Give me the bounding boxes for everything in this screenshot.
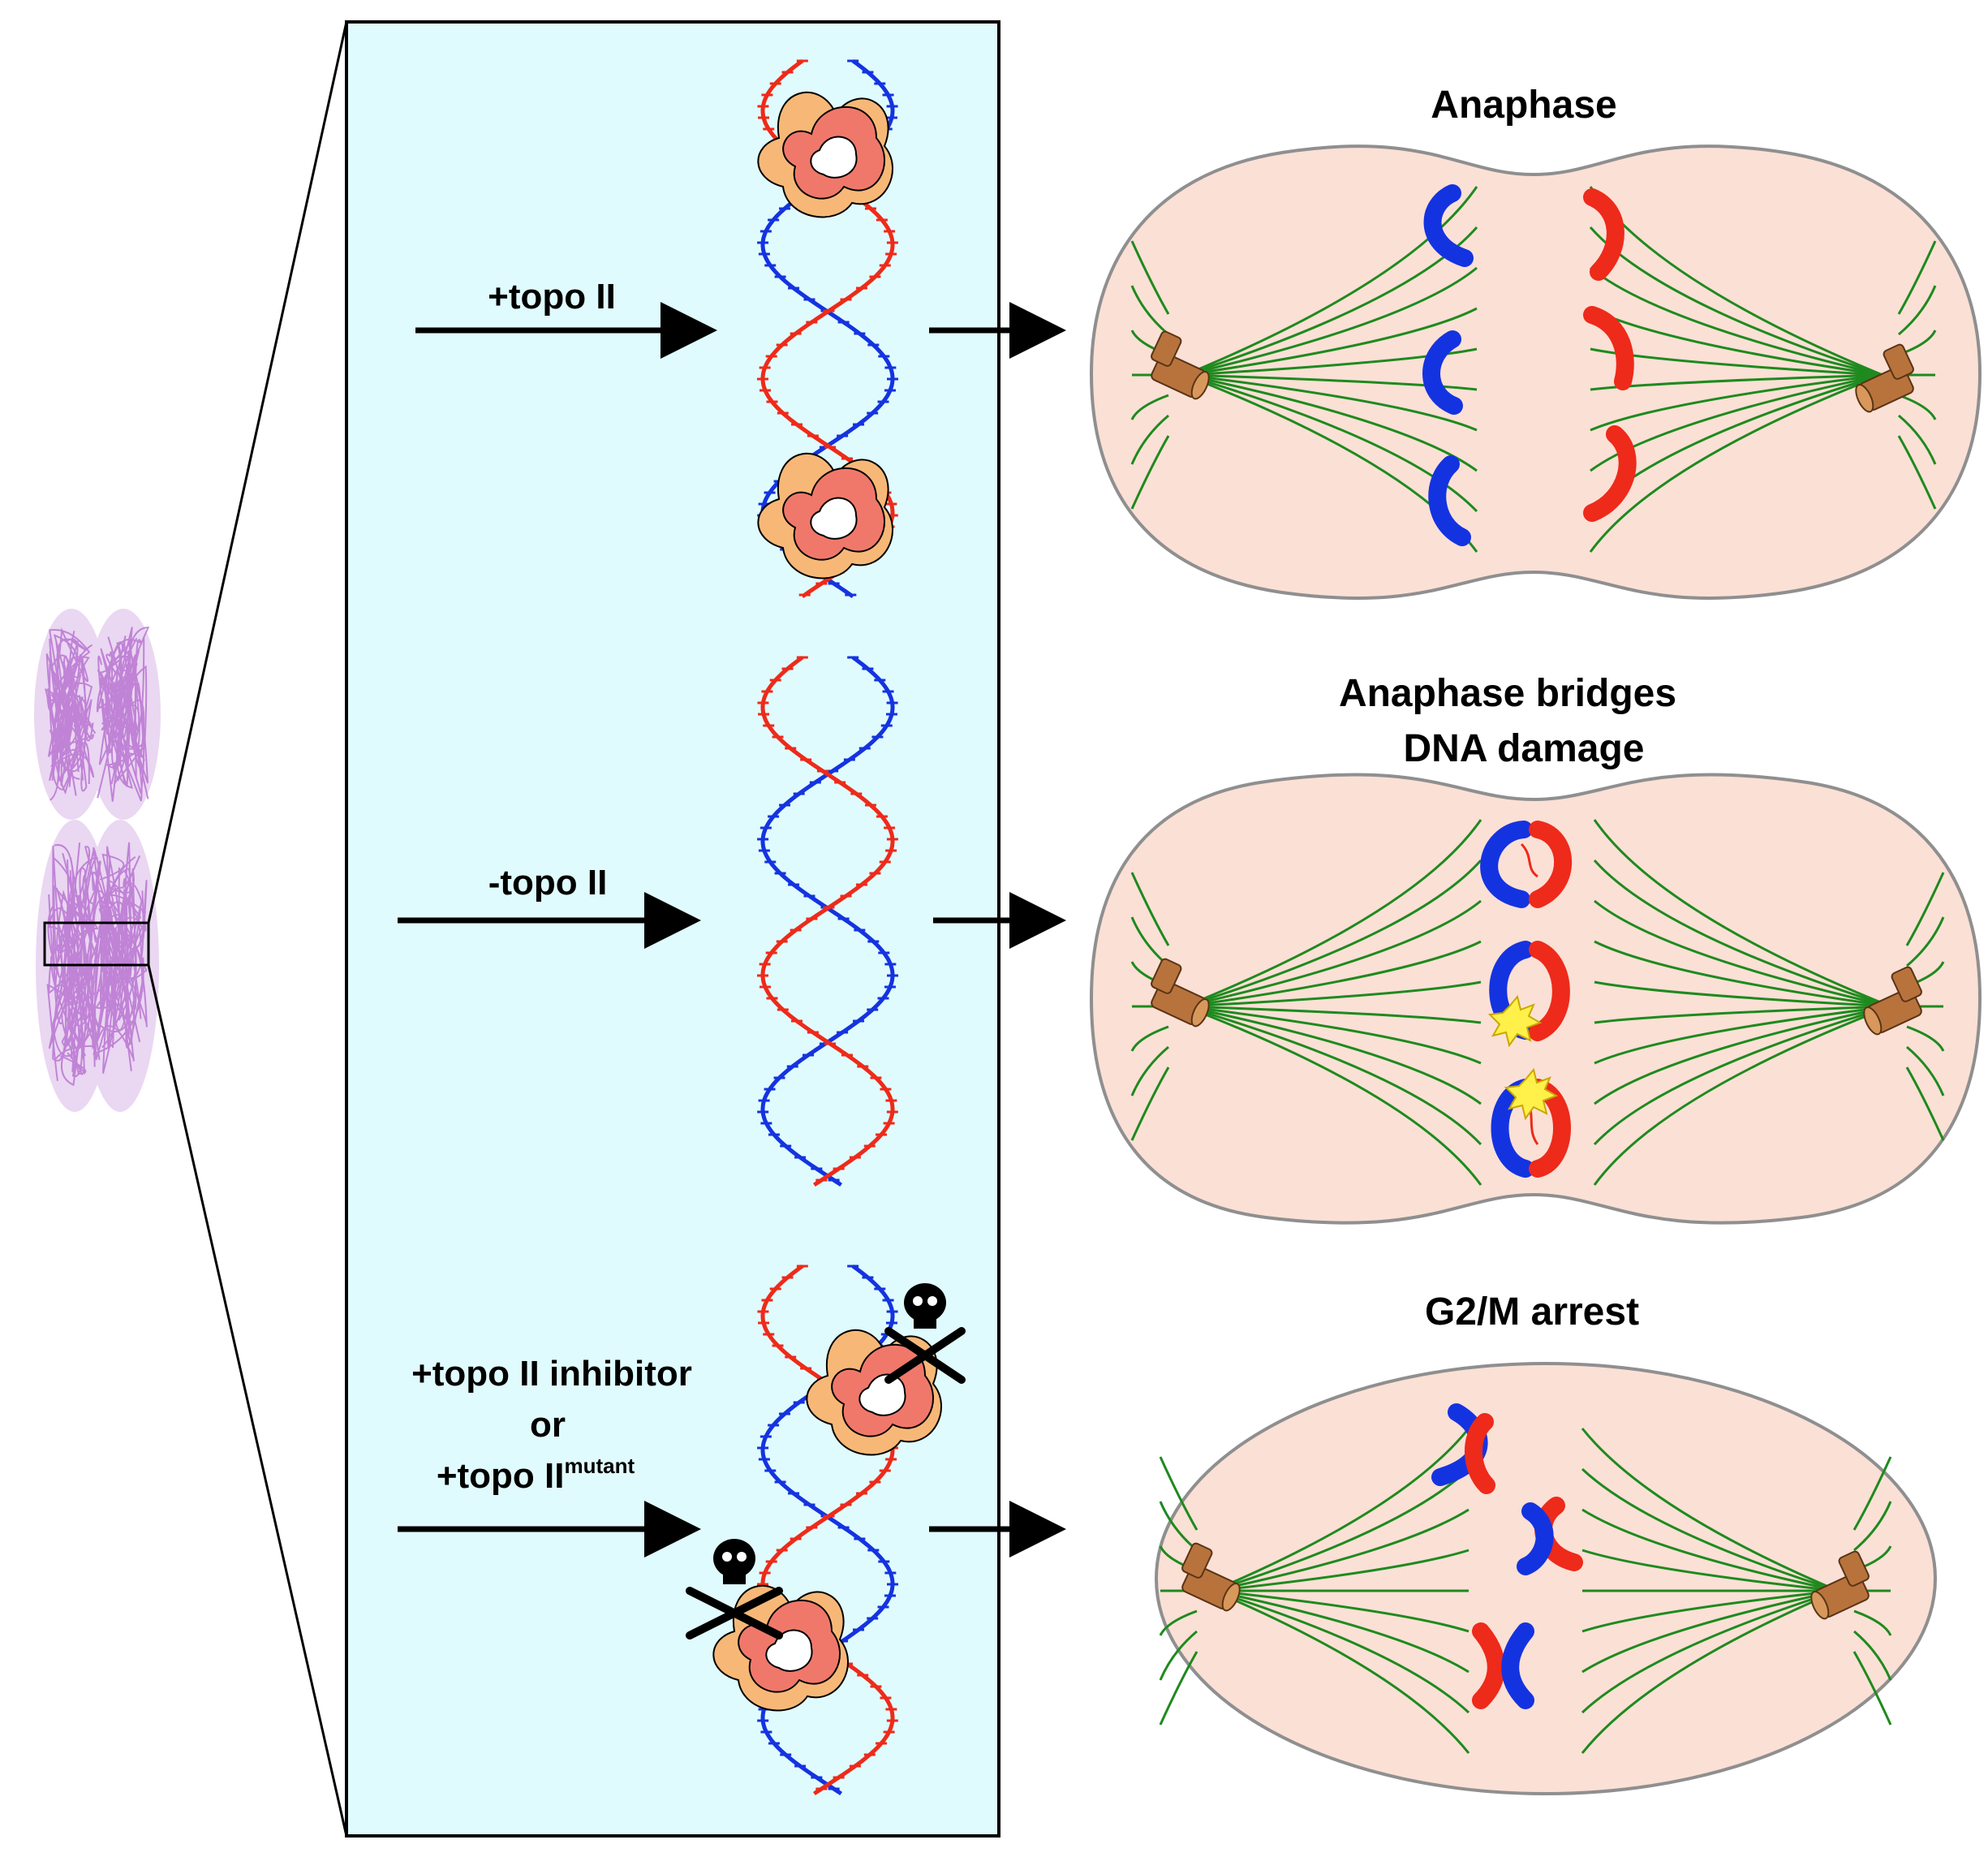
topo-ii-enzyme-icon <box>757 92 893 218</box>
centriole-icon <box>1151 958 1210 1028</box>
chromatid-red <box>1583 306 1634 390</box>
topo-ii-enzyme-icon <box>757 453 893 580</box>
centriole-icon <box>1855 343 1914 413</box>
chromatid-blue <box>1422 330 1463 415</box>
g2m-arrest-cell <box>1155 1362 1937 1795</box>
centriole-icon <box>1151 330 1210 400</box>
label-plus-topo: +topo II <box>488 277 616 317</box>
chromatid-blue <box>1428 455 1471 546</box>
sister-chromatid-red <box>1465 1413 1495 1494</box>
title-bridges-line1: Anaphase bridges <box>1339 672 1676 715</box>
bridge-red <box>1529 821 1573 908</box>
skull-crossbones-icon <box>884 1283 966 1384</box>
detail-panel <box>345 20 1000 1838</box>
mitotic-chromosome <box>34 609 161 1112</box>
zoom-box <box>43 921 150 967</box>
sister-chromatid-red <box>1472 1622 1505 1709</box>
title-anaphase: Anaphase <box>1431 84 1616 127</box>
chromatid-red <box>1583 425 1637 522</box>
centriole-icon <box>1181 1542 1241 1612</box>
centriole-icon <box>1863 966 1922 1036</box>
bridge-blue <box>1480 821 1533 908</box>
sister-chromatid-blue <box>1517 1502 1554 1575</box>
label-inhibitor-line2: or <box>530 1405 566 1445</box>
dna-damage-star-icon <box>1487 994 1543 1048</box>
centriole-icon <box>1810 1550 1870 1620</box>
chromatid-red <box>1583 188 1624 281</box>
label-inhibitor-line1: +topo II inhibitor <box>411 1354 692 1394</box>
title-bridges-line2: DNA damage <box>1404 727 1645 770</box>
label-minus-topo: -topo II <box>488 863 608 903</box>
title-arrest: G2/M arrest <box>1425 1290 1639 1334</box>
label-inhibitor-line3: +topo IImutant <box>437 1454 635 1496</box>
dna-double-helix-minus-topo <box>757 655 898 1187</box>
dna-damage-star-icon <box>1504 1067 1559 1121</box>
skull-crossbones-icon <box>686 1539 783 1639</box>
anaphase-bridges-cell <box>1089 773 1982 1225</box>
sister-chromatid-blue <box>1501 1622 1534 1709</box>
bridge-red <box>1529 941 1570 1041</box>
anaphase-cell <box>1089 144 1982 600</box>
chromatid-blue <box>1423 184 1474 267</box>
